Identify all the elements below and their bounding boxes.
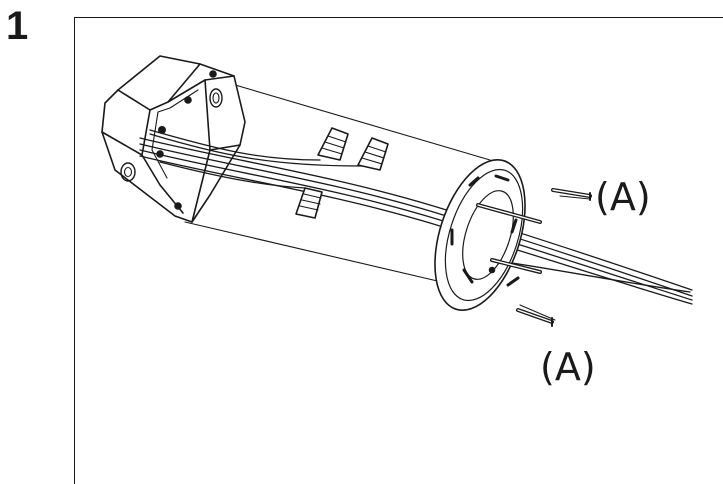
step-number: 1: [6, 4, 29, 48]
wire-nut-middle: [357, 137, 389, 171]
mounting-screw-lower: [516, 308, 554, 327]
mounting-plate: [434, 158, 526, 312]
alignment-guides: [184, 81, 591, 321]
callout-label-upper: (A): [595, 175, 651, 219]
plate-stud-lower: [490, 258, 542, 274]
illustration-frame: [74, 17, 723, 484]
wire-nut-left: [317, 127, 349, 161]
mounting-screw-upper: [551, 188, 592, 201]
junction-box: [101, 55, 246, 223]
wire-nut-lower: [295, 187, 323, 219]
plate-stud-upper: [476, 203, 542, 224]
callout-label-lower: (A): [540, 345, 596, 389]
